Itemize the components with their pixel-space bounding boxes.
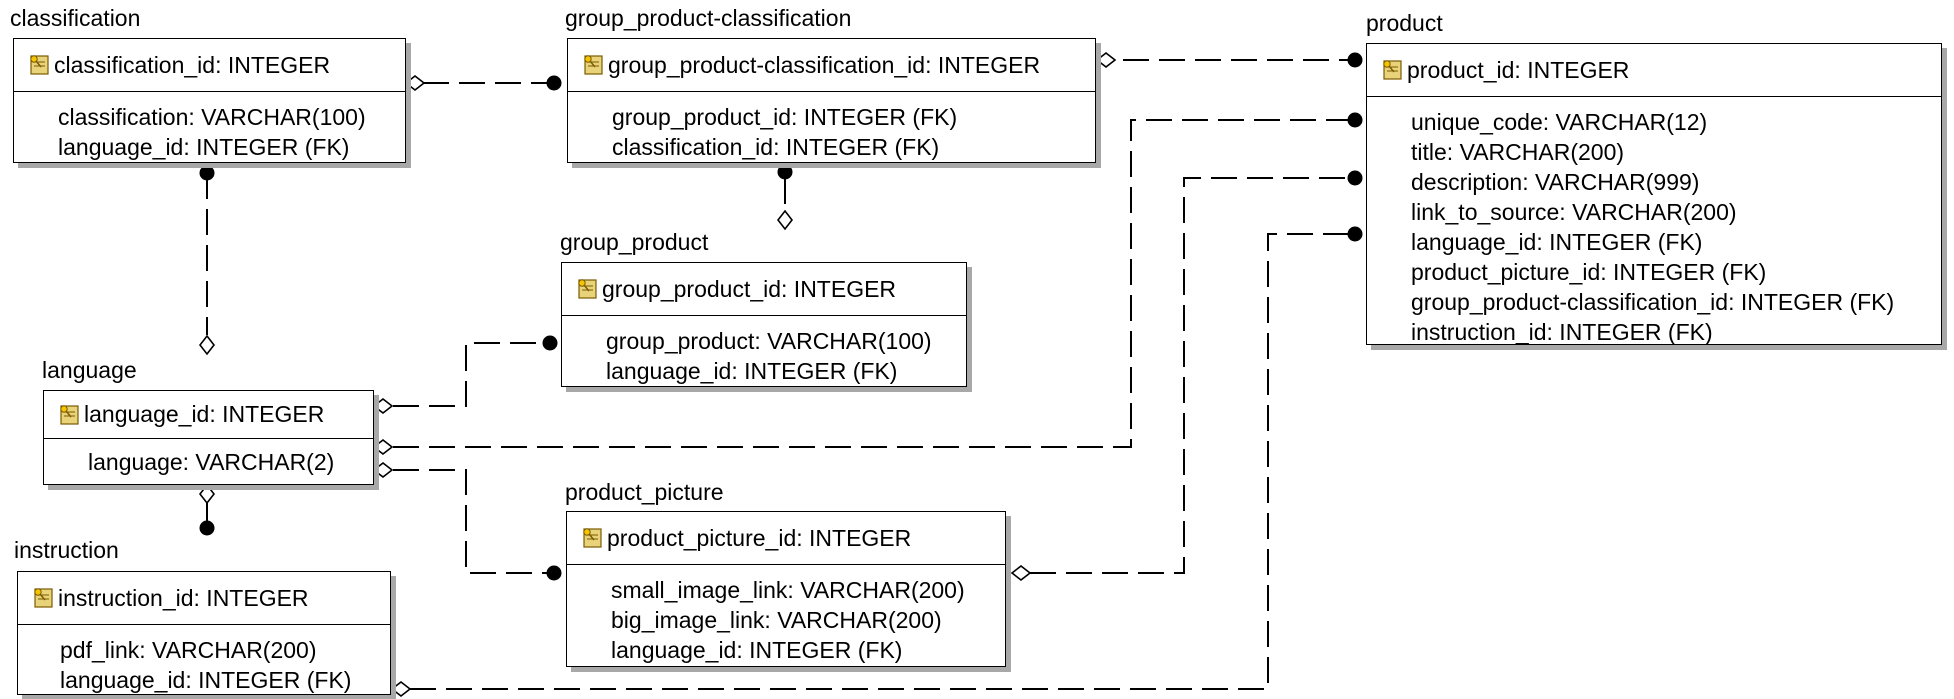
attribute-list: small_image_link: VARCHAR(200) big_image… xyxy=(567,565,1005,665)
diamond-end-icon xyxy=(776,209,794,231)
attribute: instruction_id: INTEGER (FK) xyxy=(1411,319,1713,345)
attribute: unique_code: VARCHAR(12) xyxy=(1411,109,1708,135)
dot-end-icon xyxy=(546,75,562,91)
attribute-list: group_product: VARCHAR(100) language_id:… xyxy=(562,316,966,386)
attribute-list: classification: VARCHAR(100) language_id… xyxy=(14,92,405,162)
attribute: language_id: INTEGER (FK) xyxy=(1411,229,1703,255)
diamond-end-icon xyxy=(372,461,394,479)
diamond-end-icon xyxy=(372,438,394,456)
attribute: pdf_link: VARCHAR(200) xyxy=(60,637,317,663)
attribute: language_id: INTEGER (FK) xyxy=(58,134,350,160)
dot-end-icon xyxy=(199,520,215,536)
primary-key-row: group_product_id: INTEGER xyxy=(562,263,966,316)
attribute-list: pdf_link: VARCHAR(200) language_id: INTE… xyxy=(18,625,390,695)
primary-key-label: group_product-classification_id: INTEGER xyxy=(608,51,1041,78)
primary-key-label: product_picture_id: INTEGER xyxy=(607,524,912,551)
attribute-list: group_product_id: INTEGER (FK) classific… xyxy=(568,92,1095,162)
diamond-end-icon xyxy=(198,334,216,356)
entity-box: product_id: INTEGER unique_code: VARCHAR… xyxy=(1366,43,1942,345)
primary-key-row: classification_id: INTEGER xyxy=(14,39,405,92)
dot-end-icon xyxy=(1347,170,1363,186)
attribute: language_id: INTEGER (FK) xyxy=(606,358,898,384)
primary-key-row: product_id: INTEGER xyxy=(1367,44,1941,97)
primary-key-label: classification_id: INTEGER xyxy=(54,51,331,78)
primary-key-icon xyxy=(578,279,597,299)
attribute-list: language: VARCHAR(2) xyxy=(44,439,373,477)
dot-end-icon xyxy=(546,565,562,581)
dot-end-icon xyxy=(1347,226,1363,242)
dot-end-icon xyxy=(542,335,558,351)
entity-title: group_product-classification xyxy=(565,5,852,31)
line-language-to-group_product xyxy=(393,342,550,407)
attribute: title: VARCHAR(200) xyxy=(1411,139,1625,165)
primary-key-icon xyxy=(30,55,49,75)
entity-title: language xyxy=(42,357,137,383)
entity-title: product xyxy=(1366,10,1443,36)
entity-title: instruction xyxy=(14,537,119,563)
diamond-end-icon xyxy=(198,483,216,505)
diamond-end-icon xyxy=(1095,51,1117,69)
primary-key-label: instruction_id: INTEGER xyxy=(58,584,309,611)
line-product_picture-to-product xyxy=(1030,177,1355,574)
dot-end-icon xyxy=(199,165,215,181)
attribute: classification: VARCHAR(100) xyxy=(58,104,366,130)
primary-key-row: language_id: INTEGER xyxy=(44,391,373,439)
primary-key-row: instruction_id: INTEGER xyxy=(18,572,390,625)
dot-end-icon xyxy=(777,164,793,180)
entity-title: group_product xyxy=(560,229,709,255)
diamond-end-icon xyxy=(1010,564,1032,582)
diamond-end-icon xyxy=(372,397,394,415)
attribute: group_product_id: INTEGER (FK) xyxy=(612,104,958,130)
line-language-to-product_picture xyxy=(393,469,554,574)
line-language-to-product xyxy=(393,119,1355,448)
dot-end-icon xyxy=(1347,112,1363,128)
entity-title: product_picture xyxy=(565,479,724,505)
entity-box: language_id: INTEGER language: VARCHAR(2… xyxy=(43,390,374,485)
diamond-end-icon xyxy=(404,74,426,92)
entity-box: group_product_id: INTEGER group_product:… xyxy=(561,262,967,387)
dot-end-icon xyxy=(1347,52,1363,68)
entity-box: group_product-classification_id: INTEGER… xyxy=(567,38,1096,163)
attribute: big_image_link: VARCHAR(200) xyxy=(611,607,942,633)
attribute: language: VARCHAR(2) xyxy=(88,449,335,475)
primary-key-label: group_product_id: INTEGER xyxy=(602,275,897,302)
line-instruction-to-product xyxy=(410,233,1355,690)
primary-key-label: product_id: INTEGER xyxy=(1407,56,1630,83)
entity-title: classification xyxy=(10,5,141,31)
primary-key-row: product_picture_id: INTEGER xyxy=(567,512,1005,565)
attribute-list: unique_code: VARCHAR(12) title: VARCHAR(… xyxy=(1367,97,1941,347)
attribute: description: VARCHAR(999) xyxy=(1411,169,1700,195)
attribute: link_to_source: VARCHAR(200) xyxy=(1411,199,1737,225)
primary-key-icon xyxy=(34,588,53,608)
primary-key-icon xyxy=(1383,60,1402,80)
primary-key-icon xyxy=(584,55,603,75)
attribute: small_image_link: VARCHAR(200) xyxy=(611,577,965,603)
attribute: group_product: VARCHAR(100) xyxy=(606,328,932,354)
entity-box: product_picture_id: INTEGER small_image_… xyxy=(566,511,1006,667)
attribute: language_id: INTEGER (FK) xyxy=(60,667,352,693)
primary-key-icon xyxy=(583,528,602,548)
attribute: group_product-classification_id: INTEGER… xyxy=(1411,289,1895,315)
attribute: language_id: INTEGER (FK) xyxy=(611,637,903,663)
entity-box: classification_id: INTEGER classificatio… xyxy=(13,38,406,163)
primary-key-icon xyxy=(60,404,79,425)
entity-box: instruction_id: INTEGER pdf_link: VARCHA… xyxy=(17,571,391,695)
attribute: classification_id: INTEGER (FK) xyxy=(612,134,940,160)
primary-key-row: group_product-classification_id: INTEGER xyxy=(568,39,1095,92)
diamond-end-icon xyxy=(390,680,412,698)
primary-key-label: language_id: INTEGER xyxy=(84,401,325,427)
attribute: product_picture_id: INTEGER (FK) xyxy=(1411,259,1767,285)
